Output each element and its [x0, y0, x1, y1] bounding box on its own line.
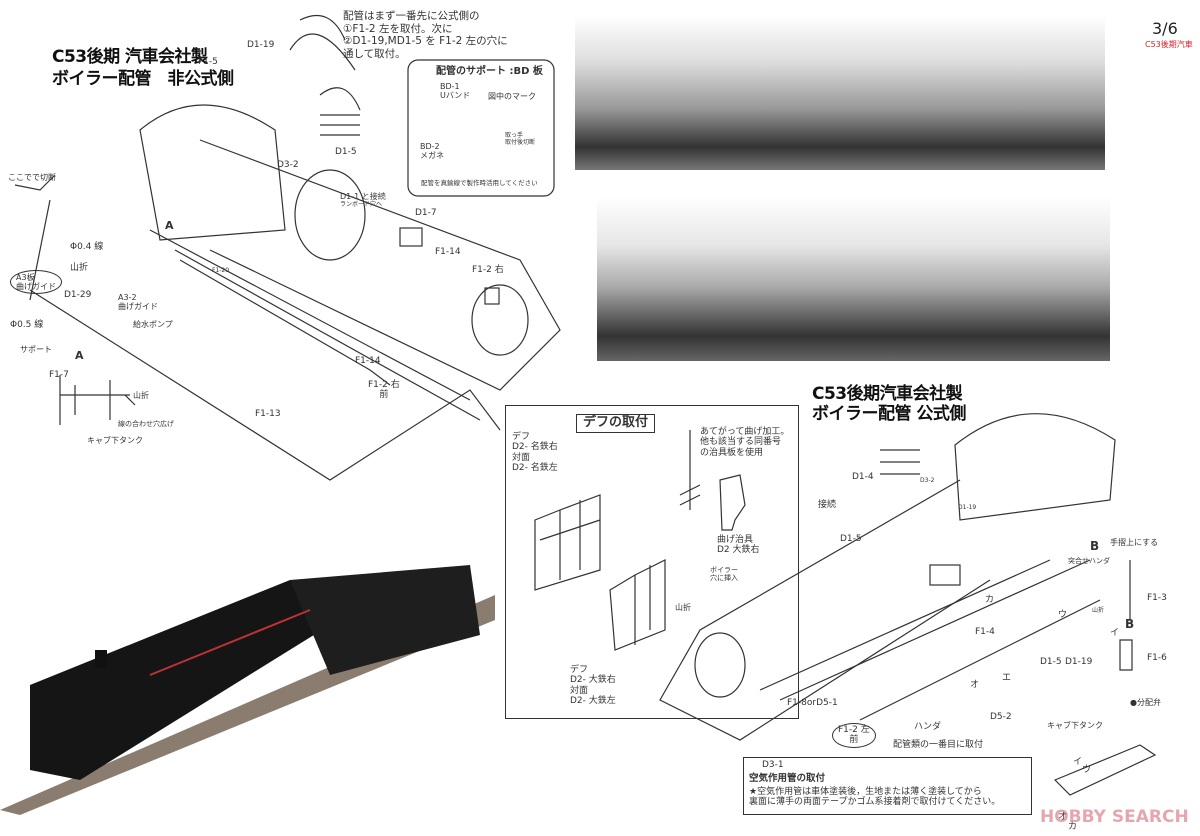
label: D1-7: [415, 208, 437, 218]
label: 山折: [1092, 607, 1105, 614]
label: カ: [1068, 822, 1078, 832]
def-upper-label: デフ D2- 名鉄右 対面 D2- 名鉄左: [512, 432, 558, 474]
page-number: 3/6: [1152, 19, 1178, 38]
label: F1-14: [435, 247, 461, 257]
label: F1-7: [49, 370, 69, 380]
left-title-1: C53後期 汽車会社製: [52, 47, 208, 67]
label: D1-19: [247, 40, 275, 50]
label: イ: [1110, 628, 1120, 638]
air-title: 空気作用管の取付: [749, 773, 826, 784]
photo-locomotive-left-side: [575, 16, 1105, 170]
label: D3-1: [762, 760, 784, 770]
label: A3-2 曲げガイド: [118, 293, 158, 312]
left-title-2: ボイラー配管 非公式側: [52, 69, 234, 89]
label: A3板 曲げガイド: [10, 270, 62, 295]
label: 手摺上にする: [1110, 538, 1159, 547]
label: D1-5: [840, 534, 862, 544]
label: F1-20: [212, 267, 230, 274]
label: F1-3: [1147, 593, 1167, 603]
page-subtitle: C53後期汽車: [1145, 40, 1193, 49]
label: D1-5: [335, 147, 357, 157]
label: オ: [970, 680, 980, 690]
label: イ: [1073, 757, 1083, 767]
label: F1-8orD5-1: [787, 698, 838, 708]
def-install-box: [505, 405, 799, 719]
def-jig: 曲げ治具 D2 大鉄右: [717, 535, 760, 556]
label: D3-2: [277, 160, 299, 170]
def-boiler: ボイラー 穴に挿入: [710, 566, 738, 583]
label: D1-4: [852, 472, 874, 482]
label: A: [165, 219, 174, 232]
label: ウ: [1058, 610, 1068, 620]
label: 接続: [818, 500, 837, 510]
left-instruction: 配管はまず一番先に公式側の ①F1-2 左を取付。次に ②D1-19,MD1-5…: [343, 10, 508, 60]
label: B: [1125, 617, 1135, 631]
label: D1-29: [64, 290, 92, 300]
label: F1-13: [255, 409, 281, 419]
label: オ: [1058, 812, 1068, 822]
label: ここでで切断: [8, 173, 56, 182]
label: ハンダ: [914, 722, 942, 732]
def-fold: 山折: [675, 603, 691, 612]
label: ウ: [1082, 765, 1092, 775]
label: エ: [1002, 673, 1012, 683]
label: 突合せハンダ: [1068, 557, 1110, 565]
support-footer: 配管を真鍮線で製作時活用してください: [421, 179, 538, 187]
def-lower-label: デフ D2- 大鉄右 対面 D2- 大鉄左: [570, 665, 616, 707]
label: F1-2 右: [472, 265, 504, 275]
label: F1-6: [1147, 653, 1167, 663]
label: 山折: [133, 391, 149, 400]
label: Φ0.4 線: [70, 242, 104, 252]
support-title: 配管のサポート :BD 板: [436, 66, 543, 77]
photo-locomotive-right-side: [597, 196, 1110, 361]
air-pipe-box: [743, 757, 1032, 815]
support-cut: 取っ手 取付後切断: [505, 132, 536, 146]
label: F1-5: [198, 57, 218, 67]
label: 山折: [70, 263, 89, 273]
label: F1-2 右 前: [368, 380, 400, 401]
label: 給水ポンプ: [133, 320, 173, 329]
label: F1-2 左 前: [832, 723, 876, 748]
right-title-1: C53後期汽車会社製: [812, 384, 963, 404]
air-body: ★空気作用管は車体塗装後，生地または薄く塗装してから 裏面に薄手の両面テープかゴ…: [749, 787, 1001, 808]
label: 線の合わせ穴広げ: [118, 420, 174, 428]
label: キャブ下タンク: [87, 436, 143, 445]
label: D3-2: [920, 477, 935, 484]
label: D5-2: [990, 712, 1012, 722]
label: 配管類の一番目に取付: [893, 740, 984, 750]
def-title: デフの取付: [576, 414, 656, 433]
label: Φ0.5 線: [10, 320, 44, 330]
label: D1-5: [1040, 657, 1062, 667]
label: キャブ下タンク: [1047, 721, 1103, 730]
label: D1-1 と接続: [340, 192, 386, 201]
label: ランボード穴へ: [340, 201, 383, 208]
support-mark: 図中のマーク: [488, 92, 536, 101]
label: A: [75, 349, 84, 362]
right-title-2: ボイラー配管 公式側: [812, 404, 966, 424]
support-bd2: BD-2 メガネ: [420, 142, 444, 161]
photo-locomotive-model: [0, 565, 495, 815]
label: カ: [985, 595, 995, 605]
label: D1-19: [958, 504, 977, 511]
watermark-logo: HOBBY SEARCH: [1040, 807, 1189, 827]
label: ●分配弁: [1130, 698, 1161, 707]
support-bd1: BD-1 Uバンド: [440, 82, 471, 101]
label: B: [1090, 539, 1100, 553]
label: F1-4: [975, 627, 995, 637]
label: F1-14: [355, 356, 381, 366]
def-bend-note: あてがって曲げ加工。 他も該当する同番号 の治具板を使用: [700, 427, 790, 458]
label: D1-19: [1065, 657, 1093, 667]
label: サポート: [20, 345, 52, 354]
